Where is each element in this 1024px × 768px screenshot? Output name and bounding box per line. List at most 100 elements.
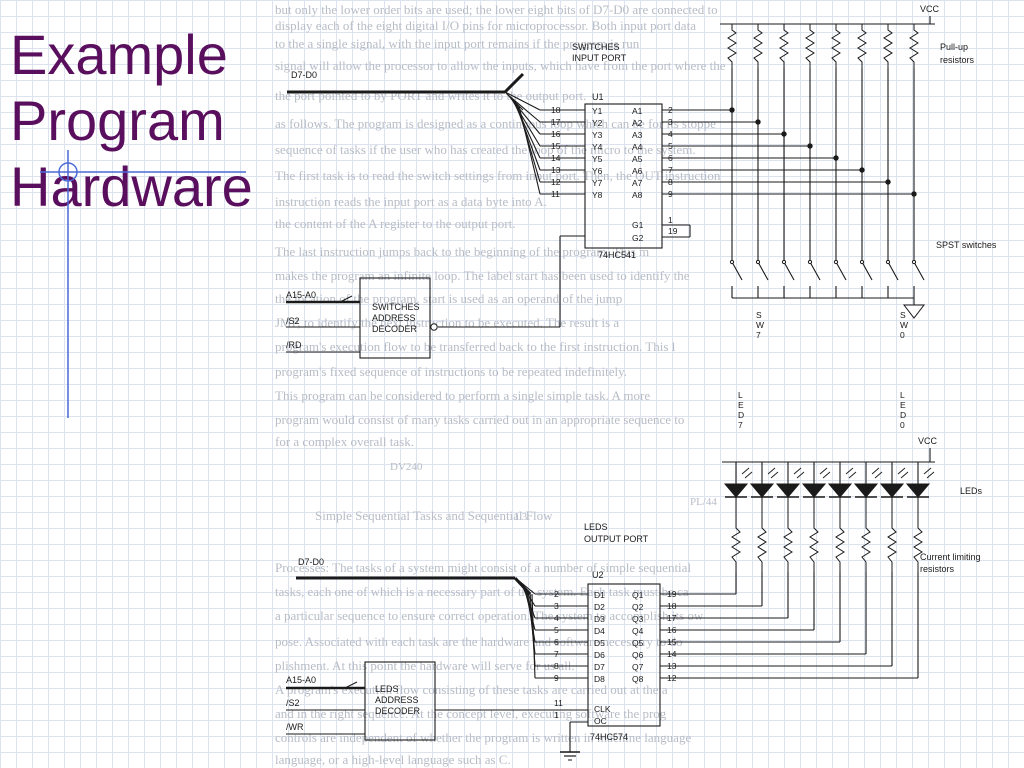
u2-name: U2 [592, 570, 604, 580]
limiting-resistor [731, 497, 741, 572]
current-limit-label-line-1: Current limiting [920, 552, 981, 562]
pullup-resistor [753, 24, 763, 68]
bus-bottom-label: D7-D0 [298, 557, 324, 567]
output-port-label-line-2: OUTPUT PORT [584, 534, 649, 544]
bleed-text-line: tasks, each one of which is a necessary … [275, 584, 689, 599]
switch-blade [757, 261, 769, 281]
switches-decoder-label: SWITCHES [372, 302, 420, 312]
leds-label: LEDs [960, 486, 983, 496]
switch-contact [729, 259, 735, 265]
pullup-label-line-2: resistors [940, 55, 975, 65]
led-emission-arrow [819, 467, 828, 475]
vcc-bottom-label: VCC [918, 436, 938, 446]
bus-top-fanout [518, 105, 541, 195]
current-limit-label-line-2: resistors [920, 564, 955, 574]
bleed-text-line: for a complex overall task. [275, 434, 414, 449]
u1-name: U1 [592, 92, 604, 102]
switch-blade [783, 261, 795, 281]
bus-top-fanout [506, 93, 541, 123]
limiting-resistor [913, 497, 923, 572]
led-emission-arrow [770, 471, 779, 479]
u2-q-pin: Q1 [632, 590, 644, 600]
switch-blade [731, 261, 743, 281]
u2-left-pin-number: 6 [554, 637, 559, 647]
sw7-label: S [756, 310, 762, 320]
u2-part: 74HC574 [590, 732, 628, 742]
bleed-text-line: The first task is to read the switch set… [275, 168, 721, 183]
led0-label: E [900, 400, 906, 410]
leds-decoder-label: DECODER [375, 706, 421, 716]
led-icon [879, 483, 905, 498]
ground-icon [902, 304, 926, 319]
u2-d-pin: D4 [594, 626, 605, 636]
u1-y-pin: Y4 [592, 142, 603, 152]
led-icon [801, 483, 827, 498]
u1-y-pin: Y8 [592, 190, 603, 200]
led-emission-arrow [744, 471, 753, 479]
u1-left-pin-number: 12 [551, 177, 561, 187]
bleed-text-line: This program can be considered to perfor… [275, 388, 650, 403]
limiting-resistor [783, 497, 793, 572]
u1-left-pin-number: 17 [551, 117, 561, 127]
u1-g2-pin: G2 [632, 233, 644, 243]
bleed-text-line: as follows. The program is designed as a… [275, 116, 716, 131]
led-emission-arrow [874, 471, 883, 479]
led-emission-arrow [741, 467, 750, 475]
pullup-label-line-1: Pull-up [940, 42, 968, 52]
led7-label: L [738, 390, 743, 400]
bleed-text-line: makes the program an infinite loop. The … [275, 268, 690, 283]
u2-clk-pin: CLK [594, 704, 611, 714]
u1-left-pin-number: 18 [551, 105, 561, 115]
title-line-1: Example [10, 23, 228, 86]
bleed-label: DV240 [390, 461, 423, 473]
sw0-label: W [900, 320, 908, 330]
led-emission-arrow [793, 467, 802, 475]
switch-decoder-input-rd: /RD [286, 340, 302, 350]
switch-blade [809, 261, 821, 281]
u2-chip [587, 583, 661, 727]
led-emission-arrow [845, 467, 854, 475]
u2-oc-num: 1 [554, 710, 559, 720]
u2-d-pin: D2 [594, 602, 605, 612]
led-icon [749, 483, 775, 498]
u2-left-pin-number: 5 [554, 625, 559, 635]
u1-g2-num: 19 [668, 226, 678, 236]
u2-d-pin: D3 [594, 614, 605, 624]
led-icon [723, 483, 749, 498]
input-port-label-line-2: INPUT PORT [572, 53, 627, 63]
pullup-resistor [727, 24, 737, 68]
switch-blade [861, 261, 873, 281]
u1-y-pin: Y5 [592, 154, 603, 164]
u2-left-pin-number: 3 [554, 601, 559, 611]
u1-a-pin: A4 [632, 142, 643, 152]
bleed-text-line: the content of the A register to the out… [275, 216, 515, 231]
u1-a-pin: A5 [632, 154, 643, 164]
led-emission-arrow [796, 471, 805, 479]
bleed-label: PL/44 [690, 496, 717, 508]
led7-label: D [738, 410, 744, 420]
switch-blade [913, 261, 925, 281]
bleed-text-line: Simple Sequential Tasks and Sequential F… [315, 508, 553, 523]
leds-decoder-label: ADDRESS [375, 695, 419, 705]
bleed-text-line: program would consist of many tasks carr… [275, 412, 684, 427]
limiting-resistor [861, 497, 871, 572]
led-emission-arrow [767, 467, 776, 475]
bus-top-diag [503, 72, 525, 94]
switch-contact [833, 259, 839, 265]
accent-circle [58, 162, 78, 182]
bus-bottom-fanout [531, 593, 536, 679]
u2-oc-pin: OC [594, 716, 607, 726]
switch-blade [887, 261, 899, 281]
bleed-text-line: the port pointed to by PORT and writes i… [275, 88, 586, 103]
bleed-text-line: program's execution flow to be transferr… [275, 339, 676, 354]
pullup-resistor [883, 24, 893, 68]
switch-decoder-input-s2: /S2 [286, 316, 300, 326]
bus-top-fanout [514, 101, 541, 171]
u2-clk-num: 11 [554, 698, 563, 708]
bleed-text-line: controls are independent of whether the … [275, 730, 691, 745]
input-port-label-line-1: SWITCHES [572, 42, 620, 52]
u2-d-pin: D6 [594, 650, 605, 660]
bleed-text-line: but only the lower order bits are used; … [275, 2, 718, 17]
led-emission-arrow [926, 471, 935, 479]
pullup-resistor [857, 24, 867, 68]
